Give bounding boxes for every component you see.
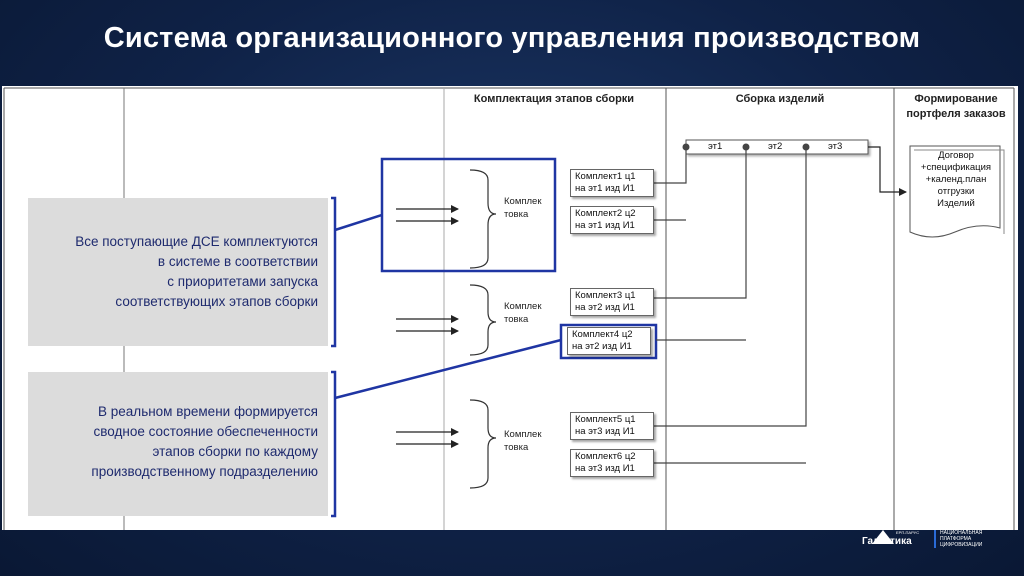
logo-tagline: НАЦИОНАЛЬНАЯ [940, 530, 983, 536]
connector-line [334, 213, 383, 232]
bracket [331, 196, 337, 348]
slide-title: Система организационного управления прои… [103, 22, 921, 54]
header-assembly: Сборка изделий [736, 93, 825, 105]
header-portfolio: портфеля заказов [906, 108, 1005, 120]
stage-label: эт2 [768, 141, 783, 152]
info-box-status: В реальном времени формируется сводное с… [28, 372, 328, 516]
stage-label: эт3 [828, 141, 843, 152]
contract-document: Договор +спецификация +календ.план отгру… [920, 150, 992, 209]
info-text-line: производственному подразделению [91, 464, 318, 479]
info-text-line: в системе в соответствии [157, 254, 318, 269]
info-box-kitting: Все поступающие ДСЕ комплектуются в сист… [28, 198, 328, 346]
info-text-line: В реальном времени формируется [98, 404, 318, 419]
output-arrow [868, 146, 907, 196]
curly-brace [469, 399, 497, 489]
curly-brace [469, 284, 497, 356]
kit-connector [652, 147, 747, 299]
info-text-line: этапов сборки по каждому [152, 444, 318, 459]
header-portfolio: Формирование [914, 93, 997, 105]
header-kit-stages: Комплектация этапов сборки [474, 93, 634, 105]
bracket [331, 370, 337, 518]
logo-tagline: ЦИФРОВИЗАЦИИ [940, 542, 983, 548]
info-text-line: соответствующих этапов сборки [115, 294, 318, 309]
connector-line [334, 338, 562, 400]
logo-small-text: ЕРП-ПАРУС [896, 530, 920, 535]
document-shape [909, 145, 1001, 238]
logo-mark-icon [872, 530, 894, 544]
info-text-line: с приоритетами запуска [167, 274, 318, 289]
logo-brand-text: Галактика [862, 536, 912, 547]
company-logo: ЕРП-ПАРУС Галактика НАЦИОНАЛЬНАЯ ПЛАТФОР… [858, 530, 1018, 550]
stage-label: эт1 [708, 141, 723, 152]
info-text-line: сводное состояние обеспеченности [93, 424, 319, 439]
curly-brace [469, 169, 497, 269]
kit-connector [652, 147, 807, 427]
logo-tagline: ПЛАТФОРМА [940, 536, 972, 542]
highlight-frame [559, 323, 658, 360]
info-text-line: Все поступающие ДСЕ комплектуются [75, 234, 318, 249]
kit-connector [652, 147, 687, 184]
